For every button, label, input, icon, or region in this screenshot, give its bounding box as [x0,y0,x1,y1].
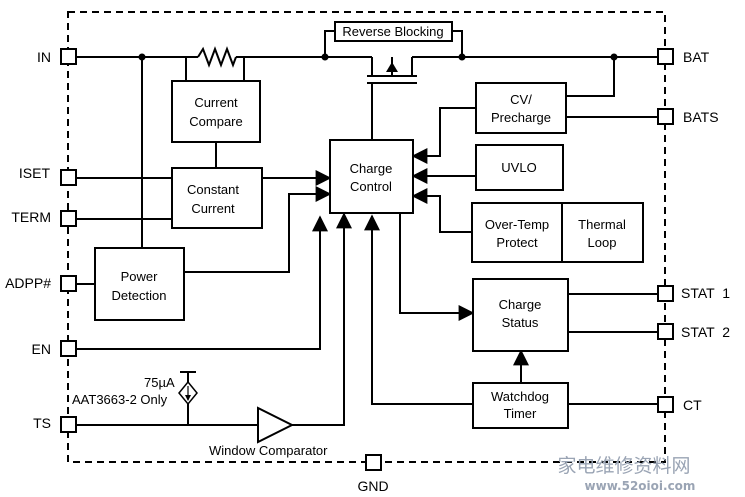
pin-bat-label: BAT [683,49,710,65]
current-compare-label-2: Compare [189,114,242,129]
pin-stat2-label: STAT 2 [681,324,730,340]
pin-term-label: TERM [11,209,51,225]
pin-in-label: IN [37,49,51,65]
uvlo-block [475,144,564,191]
watchdog-timer-label-1: Watchdog [491,389,549,404]
variant-note-label: AAT3663-2 Only [72,392,168,407]
pin-ct-label: CT [683,397,702,413]
charge-status-label-2: Status [502,315,539,330]
reverse-blocking-block [334,21,453,42]
charge-control-label-2: Control [350,179,392,194]
thermal-loop-label-2: Loop [588,235,617,250]
pin-en [60,340,77,357]
cv-precharge-label-1: CV/ [510,92,532,107]
pin-stat2 [657,323,674,340]
pin-bats [657,108,674,125]
watermark-line-2: www.52oioi.com [585,479,696,493]
power-detection-block [94,247,185,321]
watchdog-timer-block [472,382,569,429]
pin-iset [60,169,77,186]
pin-ts-label: TS [33,415,51,431]
watermark-line-1: 家电维修资料网 [557,455,690,477]
charge-status-block [472,278,569,352]
over-temp-label-2: Protect [496,235,538,250]
pin-gnd [365,454,382,471]
window-comparator-icon [257,406,295,444]
pin-bats-label: BATS [683,109,719,125]
pin-stat1-label: STAT 1 [681,285,730,301]
power-detection-label-1: Power [121,269,159,284]
pin-in [60,48,77,65]
mosfet-diode-icon [386,62,398,72]
pin-iset-label: ISET [19,165,51,181]
cv-precharge-label-2: Precharge [491,110,551,125]
current-source-label: 75µA [144,375,175,390]
reverse-blocking-label: Reverse Blocking [342,24,443,39]
pin-term [60,210,77,227]
pin-ct [657,396,674,413]
over-temp-label-1: Over-Temp [485,217,549,232]
current-compare-block [171,80,261,143]
watchdog-timer-label-2: Timer [504,406,537,421]
pin-en-label: EN [32,341,51,357]
pin-ts [60,416,77,433]
window-comparator-label: Window Comparator [209,443,328,458]
uvlo-label: UVLO [501,160,536,175]
pin-gnd-label: GND [357,478,388,494]
pin-bat [657,48,674,65]
pin-adpp [60,275,77,292]
pin-adpp-label: ADPP# [5,275,51,291]
over-temp-protect-block [471,202,563,263]
junction-dots [138,53,618,61]
charge-control-block [329,139,414,214]
thermal-loop-block [561,202,644,263]
charge-control-label-1: Charge [350,161,393,176]
constant-current-label-1: Constant [187,182,239,197]
constant-current-block [171,167,263,229]
wires [76,30,658,426]
constant-current-label-2: Current [191,201,235,216]
power-detection-label-2: Detection [112,288,167,303]
pin-stat1 [657,285,674,302]
thermal-loop-label-1: Thermal [578,217,626,232]
cv-precharge-block [475,82,567,134]
current-compare-label-1: Current [194,95,238,110]
charge-status-label-1: Charge [499,297,542,312]
